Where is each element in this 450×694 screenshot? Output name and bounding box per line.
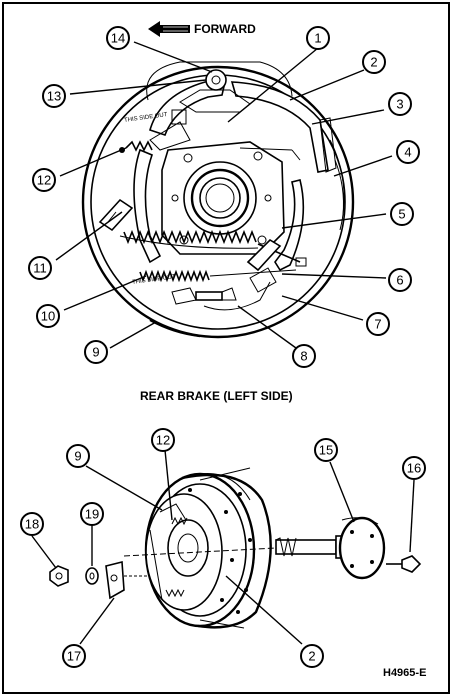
callout-lower-9: 9	[66, 444, 90, 468]
callout-1-label: 1	[314, 31, 321, 46]
callout-14: 14	[106, 26, 130, 50]
axle-shaft	[275, 516, 386, 580]
callout-1: 1	[306, 26, 330, 50]
callout-17-label: 17	[67, 649, 81, 664]
callout-17: 17	[62, 644, 86, 668]
callout-18-label: 18	[25, 517, 39, 532]
nut-washer-bracket	[49, 560, 150, 600]
callout-5-label: 5	[398, 207, 405, 222]
backing-plate-lower	[145, 493, 223, 611]
bolt	[386, 555, 422, 573]
callout-lower-9-label: 9	[74, 449, 81, 464]
figure-code: H4965-E	[383, 667, 427, 679]
callout-4-label: 4	[404, 145, 411, 160]
callout-13: 13	[42, 84, 66, 108]
hub-flange	[161, 141, 285, 255]
callout-7: 7	[366, 312, 390, 336]
callout-18: 18	[20, 512, 44, 536]
callout-lower-2-label: 2	[308, 649, 315, 664]
lower-spring	[139, 269, 297, 311]
callout-2: 2	[362, 50, 386, 74]
callout-8: 8	[292, 344, 316, 368]
callout-12-label: 12	[37, 173, 51, 188]
callout-9: 9	[84, 340, 108, 364]
axis-centerline	[123, 547, 277, 557]
forward-arrow-icon	[148, 21, 190, 37]
callout-lower-12-label: 12	[156, 433, 170, 448]
callout-14-label: 14	[111, 31, 125, 46]
callout-4: 4	[396, 140, 420, 164]
section-title: REAR BRAKE (LEFT SIDE)	[140, 389, 293, 403]
callout-16: 16	[402, 456, 426, 480]
callout-11: 11	[28, 256, 52, 280]
callout-lower-12: 12	[151, 428, 175, 452]
callout-8-label: 8	[300, 349, 307, 364]
callout-5: 5	[390, 202, 414, 226]
callout-19-label: 19	[85, 507, 99, 522]
forward-label: FORWARD	[194, 22, 256, 36]
callout-16-label: 16	[407, 461, 421, 476]
callout-lower-2: 2	[300, 644, 324, 668]
adjuster-lever	[98, 198, 282, 293]
callout-12: 12	[32, 168, 56, 192]
callout-11-label: 11	[33, 261, 47, 276]
anchor-pin	[146, 61, 293, 125]
callout-6-label: 6	[396, 273, 403, 288]
callout-10: 10	[36, 304, 60, 328]
callout-10-label: 10	[41, 309, 55, 324]
callout-6: 6	[388, 268, 412, 292]
upper-leaders	[55, 41, 393, 349]
callout-9-label: 9	[92, 345, 99, 360]
brake-shoes	[133, 81, 337, 272]
callout-7-label: 7	[374, 317, 381, 332]
callout-15-label: 15	[319, 443, 333, 458]
callout-3: 3	[388, 92, 412, 116]
lower-leaders	[31, 449, 415, 645]
callout-2-label: 2	[370, 55, 377, 70]
callout-3-label: 3	[396, 97, 403, 112]
callout-13-label: 13	[47, 89, 61, 104]
callout-19: 19	[80, 502, 104, 526]
callout-15: 15	[314, 438, 338, 462]
